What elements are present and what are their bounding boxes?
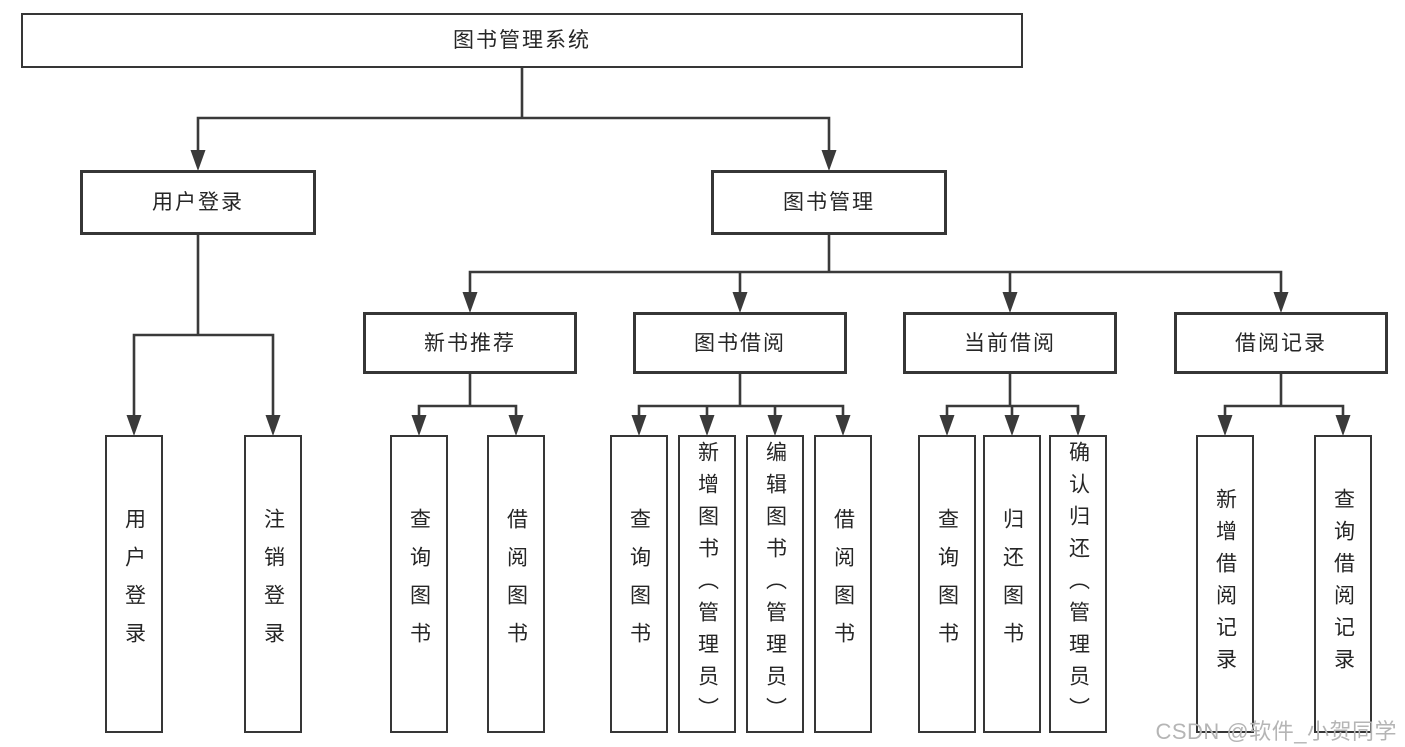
node-query-books-current: 查询图书 [918,435,976,733]
arrowhead [1273,292,1289,313]
arrowhead [1217,415,1233,436]
arrowhead [1004,415,1020,436]
edges-from-current-borrowing [945,372,1080,420]
node-new-book-recommendation: 新书推荐 [363,312,577,374]
node-query-books-recommend: 查询图书 [390,435,448,733]
edges-from-book-management-branch [468,233,1283,297]
edges-from-borrowing-records [1223,372,1345,420]
node-borrow-books-recommend: 借阅图书 [487,435,545,733]
arrowhead [631,415,647,436]
node-query-books-borrowing: 查询图书 [610,435,668,733]
node-query-borrowing-record: 查询借阅记录 [1314,435,1372,733]
arrowhead [126,415,142,436]
node-user-login-leaf: 用户登录 [105,435,163,733]
arrowhead [699,415,715,436]
node-book-borrowing: 图书借阅 [633,312,847,374]
node-add-borrowing-record: 新增借阅记录 [1196,435,1254,733]
arrowhead [265,415,281,436]
arrowhead [835,415,851,436]
arrowhead [939,415,955,436]
node-add-books-admin: 新增图书（管理员） [678,435,736,733]
node-borrow-books-borrowing: 借阅图书 [814,435,872,733]
node-user-login-branch: 用户登录 [80,170,316,235]
csdn-watermark: CSDN @软件_小贺同学 [1155,719,1397,744]
arrowhead [190,150,206,171]
node-system-root: 图书管理系统 [21,13,1023,68]
edges-from-user-login-branch [132,233,275,420]
arrowhead [821,150,837,171]
edges-from-new-book-recommendation [417,372,518,420]
arrowhead [1335,415,1351,436]
node-current-borrowing: 当前借阅 [903,312,1117,374]
edges-from-system-root [196,66,831,155]
arrowhead [1002,292,1018,313]
arrowhead [732,292,748,313]
arrowhead [462,292,478,313]
node-borrowing-records: 借阅记录 [1174,312,1388,374]
node-confirm-return-admin: 确认归还（管理员） [1049,435,1107,733]
arrowhead [508,415,524,436]
node-edit-books-admin: 编辑图书（管理员） [746,435,804,733]
arrowhead [411,415,427,436]
edges-from-book-borrowing [637,372,845,420]
arrowhead [767,415,783,436]
arrowhead [1070,415,1086,436]
node-return-books: 归还图书 [983,435,1041,733]
node-book-management-branch: 图书管理 [711,170,947,235]
node-logout-leaf: 注销登录 [244,435,302,733]
